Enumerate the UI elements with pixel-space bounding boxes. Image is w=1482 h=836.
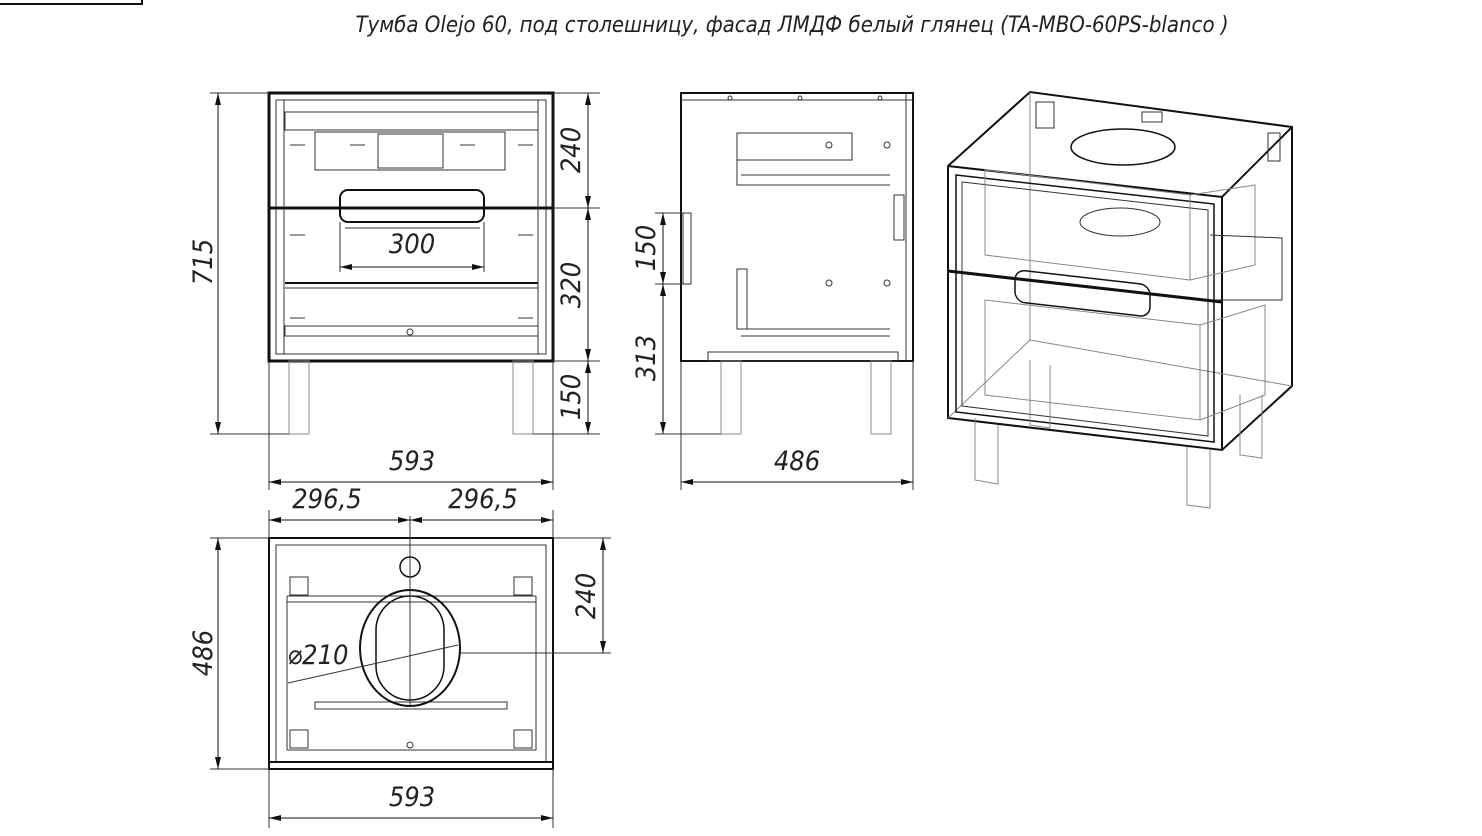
dim-hole-offset: 240 bbox=[571, 573, 602, 619]
dim-top-depth: 486 bbox=[188, 630, 219, 676]
dim-height-total: 715 bbox=[188, 239, 219, 285]
leg-left bbox=[288, 360, 310, 435]
dim-half-right: 296,5 bbox=[448, 484, 518, 515]
drawing-title: Тумба Olejo 60, под столешницу, фасад ЛМ… bbox=[355, 13, 1228, 38]
leg-right bbox=[870, 360, 892, 435]
dim-top-width: 593 bbox=[389, 782, 435, 813]
front-view bbox=[267, 91, 555, 435]
top-dimensions: 296,5 296,5 486 240 ⌀210 593 bbox=[188, 484, 611, 828]
side-dimensions: 150 313 486 bbox=[631, 212, 914, 490]
dim-top-drawer: 240 bbox=[556, 127, 587, 173]
dim-half-left: 296,5 bbox=[292, 484, 362, 515]
dim-hinge-offset: 313 bbox=[631, 335, 662, 381]
dim-width: 593 bbox=[389, 446, 435, 477]
leg-left bbox=[720, 360, 742, 435]
leg-right bbox=[512, 360, 534, 435]
side-view bbox=[680, 92, 914, 435]
isometric-view bbox=[947, 90, 1293, 509]
front-dimensions: 715 240 320 150 300 593 bbox=[188, 92, 600, 490]
dim-handle-width: 300 bbox=[389, 229, 435, 260]
dim-legs: 150 bbox=[556, 374, 587, 420]
dim-bottom-drawer: 320 bbox=[556, 262, 587, 308]
drawer-handle bbox=[339, 189, 485, 223]
frame-border bbox=[0, 0, 143, 5]
hinge bbox=[682, 212, 692, 285]
dim-depth: 486 bbox=[774, 446, 820, 477]
dim-hole-diameter: ⌀210 bbox=[288, 640, 349, 671]
dim-hinge-height: 150 bbox=[631, 225, 662, 271]
